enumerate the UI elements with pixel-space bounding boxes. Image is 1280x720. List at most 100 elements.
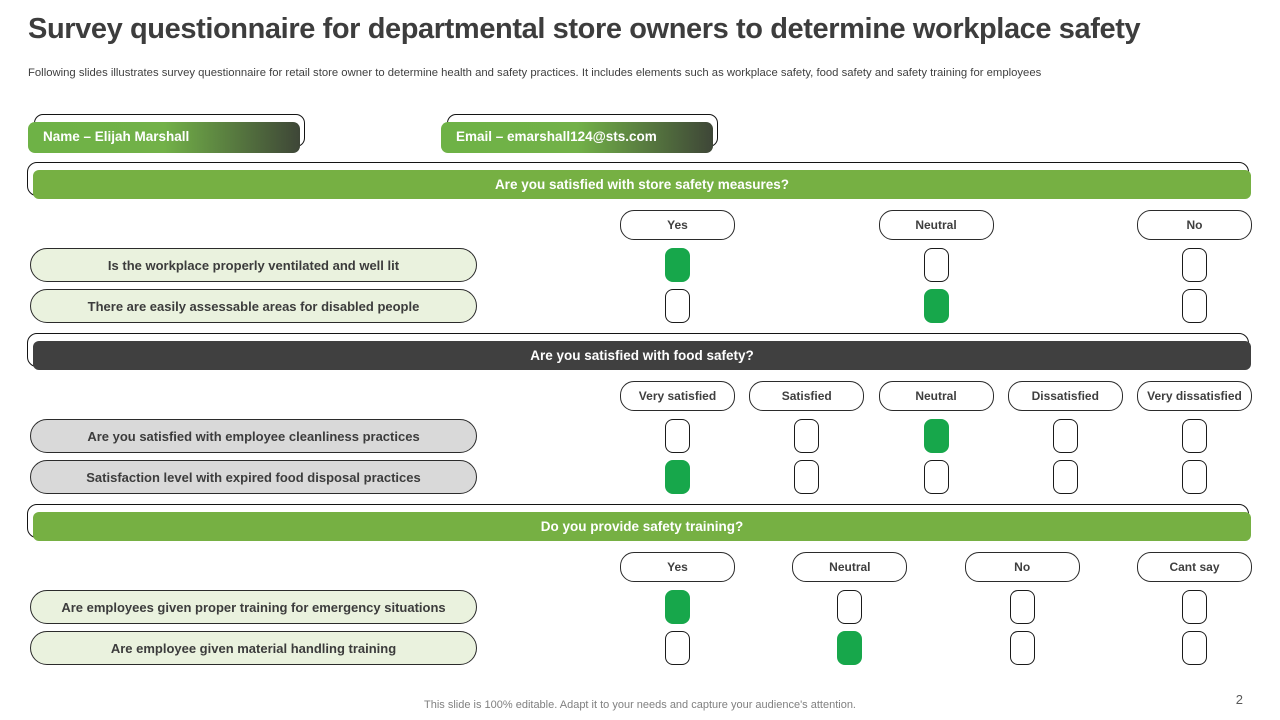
option-pill-yes[interactable]: Yes bbox=[620, 552, 735, 582]
checkbox[interactable] bbox=[1052, 460, 1078, 494]
checkbox[interactable] bbox=[1181, 590, 1207, 624]
section-store-safety: Are you satisfied with store safety meas… bbox=[27, 162, 1253, 328]
checkbox[interactable] bbox=[1009, 631, 1035, 665]
question-row: Are you satisfied with employee cleanlin… bbox=[27, 419, 1253, 453]
question-label: There are easily assessable areas for di… bbox=[87, 298, 420, 314]
options-row: Yes Neutral No Cant say bbox=[620, 552, 1252, 582]
checkbox[interactable] bbox=[923, 460, 949, 494]
checkbox[interactable] bbox=[794, 419, 820, 453]
checkbox[interactable] bbox=[665, 590, 690, 624]
checkbox[interactable] bbox=[665, 631, 690, 665]
section-header-bar: Are you satisfied with food safety? bbox=[33, 341, 1251, 370]
section-header-bar: Are you satisfied with store safety meas… bbox=[33, 170, 1251, 199]
answer-checkboxes bbox=[620, 248, 1252, 282]
answer-slot bbox=[792, 590, 907, 624]
answer-slot bbox=[620, 419, 735, 453]
checkbox[interactable] bbox=[1182, 419, 1207, 453]
option-pill-no[interactable]: No bbox=[1137, 210, 1252, 240]
checkbox[interactable] bbox=[923, 289, 949, 323]
answer-checkboxes bbox=[620, 289, 1252, 323]
option-label: No bbox=[1186, 218, 1203, 232]
option-pill-dissatisfied[interactable]: Dissatisfied bbox=[1007, 381, 1123, 411]
answer-checkboxes bbox=[620, 460, 1252, 494]
option-label: Dissatisfied bbox=[1031, 389, 1099, 403]
checkbox[interactable] bbox=[1181, 631, 1207, 665]
option-pill-neutral[interactable]: Neutral bbox=[792, 552, 908, 582]
answer-slot bbox=[620, 460, 735, 494]
answer-slot bbox=[749, 460, 864, 494]
answer-slot bbox=[1137, 460, 1252, 494]
question-label: Satisfaction level with expired food dis… bbox=[86, 469, 421, 485]
checkbox[interactable] bbox=[1052, 419, 1078, 453]
name-badge-label: Name – Elijah Marshall bbox=[28, 122, 300, 153]
option-pill-cant-say[interactable]: Cant say bbox=[1136, 552, 1252, 582]
checkbox[interactable] bbox=[923, 248, 949, 282]
checkbox[interactable] bbox=[1182, 460, 1207, 494]
option-label: Neutral bbox=[915, 389, 957, 403]
checkbox[interactable] bbox=[665, 248, 690, 282]
question-pill: There are easily assessable areas for di… bbox=[30, 289, 477, 323]
section-safety-training: Do you provide safety training? Yes Neut… bbox=[27, 504, 1253, 670]
option-label: Cant say bbox=[1169, 560, 1220, 574]
page-title: Survey questionnaire for departmental st… bbox=[28, 13, 1141, 45]
question-label: Are employee given material handling tra… bbox=[110, 640, 397, 656]
option-pill-no[interactable]: No bbox=[964, 552, 1080, 582]
option-label: Satisfied bbox=[781, 389, 832, 403]
question-pill: Are employees given proper training for … bbox=[30, 590, 477, 624]
question-row: Is the workplace properly ventilated and… bbox=[27, 248, 1253, 282]
answer-checkboxes bbox=[620, 590, 1252, 624]
section-title: Do you provide safety training? bbox=[540, 519, 744, 534]
email-badge-label: Email – emarshall124@sts.com bbox=[441, 122, 713, 153]
answer-slot bbox=[792, 631, 907, 665]
question-pill: Is the workplace properly ventilated and… bbox=[30, 248, 477, 282]
checkbox[interactable] bbox=[923, 419, 949, 453]
checkbox[interactable] bbox=[837, 590, 863, 624]
question-pill: Are employee given material handling tra… bbox=[30, 631, 477, 665]
question-label: Are employees given proper training for … bbox=[61, 599, 446, 615]
option-pill-satisfied[interactable]: Satisfied bbox=[749, 381, 865, 411]
option-pill-neutral[interactable]: Neutral bbox=[878, 210, 994, 240]
section-title: Are you satisfied with store safety meas… bbox=[494, 177, 790, 192]
answer-slot bbox=[1137, 289, 1252, 323]
option-pill-very-dissatisfied[interactable]: Very dissatisfied bbox=[1137, 381, 1252, 411]
checkbox[interactable] bbox=[665, 289, 690, 323]
answer-slot bbox=[965, 631, 1080, 665]
name-badge: Name – Elijah Marshall bbox=[28, 114, 306, 156]
option-pill-yes[interactable]: Yes bbox=[620, 210, 735, 240]
question-row: There are easily assessable areas for di… bbox=[27, 289, 1253, 323]
answer-checkboxes bbox=[620, 631, 1252, 665]
question-row: Are employees given proper training for … bbox=[27, 590, 1253, 624]
answer-slot bbox=[1137, 419, 1252, 453]
footer-note: This slide is 100% editable. Adapt it to… bbox=[424, 699, 856, 711]
options-row: Yes Neutral No bbox=[620, 210, 1252, 240]
question-pill: Satisfaction level with expired food dis… bbox=[30, 460, 477, 494]
section-header-bar: Do you provide safety training? bbox=[33, 512, 1251, 541]
answer-checkboxes bbox=[620, 419, 1252, 453]
checkbox[interactable] bbox=[665, 460, 690, 494]
answer-slot bbox=[1137, 590, 1252, 624]
answer-slot bbox=[965, 590, 1080, 624]
answer-slot bbox=[1008, 419, 1123, 453]
checkbox[interactable] bbox=[837, 631, 863, 665]
checkbox[interactable] bbox=[794, 460, 820, 494]
option-label: Very satisfied bbox=[638, 389, 717, 403]
answer-slot bbox=[620, 590, 735, 624]
checkbox[interactable] bbox=[1182, 289, 1207, 323]
answer-slot bbox=[879, 248, 994, 282]
option-label: Neutral bbox=[915, 218, 957, 232]
answer-slot bbox=[749, 419, 864, 453]
section-title: Are you satisfied with food safety? bbox=[530, 348, 754, 363]
checkbox[interactable] bbox=[1182, 248, 1207, 282]
checkbox[interactable] bbox=[665, 419, 690, 453]
option-pill-neutral[interactable]: Neutral bbox=[878, 381, 994, 411]
checkbox[interactable] bbox=[1009, 590, 1035, 624]
option-label: Neutral bbox=[829, 560, 871, 574]
answer-slot bbox=[879, 289, 994, 323]
option-pill-very-satisfied[interactable]: Very satisfied bbox=[620, 381, 735, 411]
question-label: Is the workplace properly ventilated and… bbox=[107, 257, 400, 273]
answer-slot bbox=[1008, 460, 1123, 494]
question-row: Are employee given material handling tra… bbox=[27, 631, 1253, 665]
page-subtitle: Following slides illustrates survey ques… bbox=[28, 67, 1042, 79]
answer-slot bbox=[1137, 248, 1252, 282]
